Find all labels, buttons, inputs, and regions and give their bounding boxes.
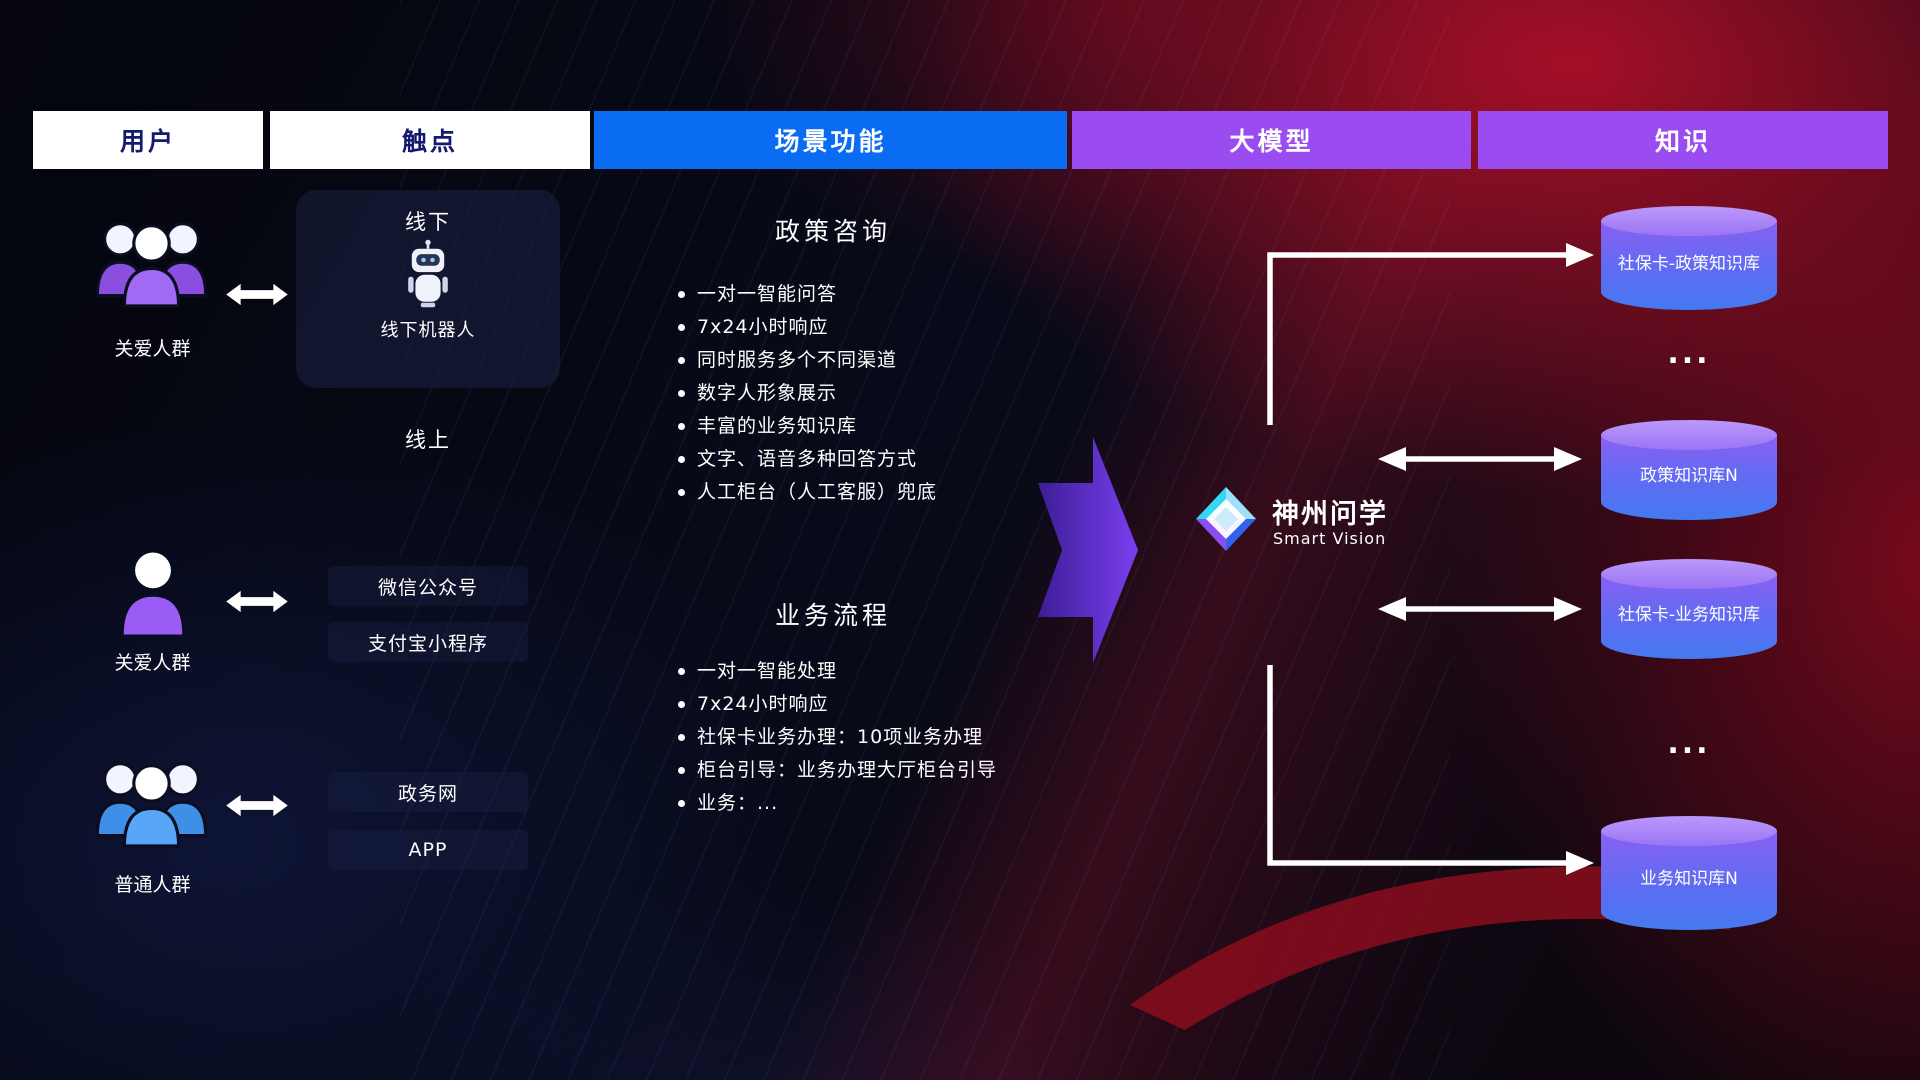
database-cylinder-top — [1601, 816, 1777, 846]
online-title: 线上 — [405, 428, 451, 452]
user-group-label: 关爱人群 — [114, 652, 191, 674]
model-knowledge-connectors — [1255, 230, 1605, 920]
bullet-dot — [678, 734, 685, 741]
bullet-item: 同时服务多个不同渠道 — [678, 347, 1148, 373]
column-header-model: 大模型 — [1072, 111, 1471, 169]
bullet-text: 一对一智能问答 — [697, 283, 838, 305]
bullet-text: 7x24小时响应 — [697, 693, 829, 715]
knowledge-db-policy-n: 政策知识库N — [1601, 420, 1777, 520]
database-cylinder — [1601, 831, 1777, 930]
model-name: 神州问学 — [1272, 499, 1388, 530]
column-header-users: 用户 — [33, 111, 263, 169]
bullet-dot — [678, 800, 685, 807]
knowledge-db-label: 业务知识库N — [1640, 868, 1738, 889]
knowledge-ellipsis: ... — [1667, 726, 1711, 761]
red-swoosh-decoration — [1130, 866, 1730, 1030]
people-group-icon — [95, 762, 208, 848]
bullet-text: 文字、语音多种回答方式 — [697, 448, 918, 470]
channel-app: APP — [328, 830, 528, 870]
bullet-text: 7x24小时响应 — [697, 316, 829, 338]
bullet-item: 一对一智能问答 — [678, 281, 1148, 307]
bullet-dot — [678, 357, 685, 364]
user-single-care — [120, 548, 186, 638]
offline-robot-label: 线下机器人 — [380, 320, 476, 341]
scene-business-title: 业务流程 — [774, 601, 891, 630]
double-arrow-icon — [226, 590, 288, 613]
bullet-item: 文字、语音多种回答方式 — [678, 446, 1148, 472]
flow-arrow-icon — [1038, 437, 1138, 663]
knowledge-db-label: 政策知识库N — [1640, 465, 1738, 486]
knowledge-db-label: 社保卡-业务知识库 — [1617, 604, 1761, 625]
user-group-care-1 — [88, 208, 215, 308]
scene-policy-title: 政策咨询 — [774, 217, 891, 246]
bullet-text: 柜台引导：业务办理大厅柜台引导 — [697, 759, 998, 781]
knowledge-db-business-ssc: 社保卡-业务知识库 — [1601, 559, 1777, 659]
person-icon — [123, 552, 183, 635]
bullet-dot — [678, 456, 685, 463]
bullet-text: 一对一智能处理 — [697, 660, 838, 682]
link-users-touchpoints-2 — [226, 589, 288, 614]
channel-govweb: 政务网 — [328, 772, 528, 812]
channel-alipay: 支付宝小程序 — [328, 622, 528, 662]
connector-arrows-icon — [1267, 243, 1594, 875]
bullet-text: 同时服务多个不同渠道 — [697, 349, 898, 371]
user-group-general — [88, 748, 215, 848]
bullet-dot — [678, 668, 685, 675]
bullet-item: 7x24小时响应 — [678, 691, 1148, 717]
bullet-dot — [678, 291, 685, 298]
bullet-item: 一对一智能处理 — [678, 658, 1148, 684]
brand-diamond-icon — [1196, 487, 1256, 551]
offline-touchpoint-panel: 线下 线下机器人 — [296, 190, 560, 388]
bullet-text: 业务：... — [697, 792, 779, 814]
database-cylinder-top — [1601, 420, 1777, 450]
bullet-text: 社保卡业务办理：10项业务办理 — [697, 726, 984, 748]
bullet-item: 业务：... — [678, 790, 1148, 816]
robot-icon — [408, 239, 448, 308]
column-header-touchpoints: 触点 — [270, 111, 590, 169]
column-header-knowledge: 知识 — [1478, 111, 1888, 169]
bullet-text: 丰富的业务知识库 — [697, 415, 858, 437]
bullet-dot — [678, 324, 685, 331]
scene-policy-list: 一对一智能问答 7x24小时响应 同时服务多个不同渠道 数字人形象展示 丰富的业… — [678, 281, 1148, 512]
model-subtitle: Smart Vision — [1273, 529, 1387, 548]
bullet-dot — [678, 390, 685, 397]
link-users-touchpoints-1 — [226, 282, 288, 307]
column-header-scenes: 场景功能 — [594, 111, 1067, 169]
column-header-label: 场景功能 — [774, 127, 887, 156]
offline-title: 线下 — [405, 210, 451, 234]
bullet-item: 柜台引导：业务办理大厅柜台引导 — [678, 757, 1148, 783]
knowledge-db-business-n: 业务知识库N — [1601, 816, 1777, 930]
bullet-item: 丰富的业务知识库 — [678, 413, 1148, 439]
people-group-icon — [95, 222, 208, 308]
column-header-label: 触点 — [401, 127, 458, 156]
channel-wechat: 微信公众号 — [328, 566, 528, 606]
database-cylinder-top — [1601, 206, 1777, 236]
bullet-item: 人工柜台（人工客服）兜底 — [678, 479, 1148, 505]
bullet-item: 数字人形象展示 — [678, 380, 1148, 406]
column-header-label: 大模型 — [1229, 127, 1314, 156]
bullet-text: 数字人形象展示 — [697, 382, 838, 404]
database-cylinder-top — [1601, 559, 1777, 589]
knowledge-db-label: 社保卡-政策知识库 — [1617, 253, 1761, 274]
flow-arrow-to-model — [1038, 431, 1138, 669]
bullet-item: 社保卡业务办理：10项业务办理 — [678, 724, 1148, 750]
bullet-text: 人工柜台（人工客服）兜底 — [697, 481, 938, 503]
scene-business-list: 一对一智能处理 7x24小时响应 社保卡业务办理：10项业务办理 柜台引导：业务… — [678, 658, 1148, 823]
column-header-label: 用户 — [119, 127, 176, 156]
bullet-dot — [678, 423, 685, 430]
model-logo — [1190, 487, 1262, 551]
column-header-label: 知识 — [1654, 127, 1711, 156]
user-group-label: 普通人群 — [114, 874, 191, 896]
bullet-dot — [678, 489, 685, 496]
user-group-label: 关爱人群 — [114, 338, 191, 360]
bullet-item: 7x24小时响应 — [678, 314, 1148, 340]
bullet-dot — [678, 767, 685, 774]
knowledge-db-policy-ssc: 社保卡-政策知识库 — [1601, 206, 1777, 310]
double-arrow-icon — [226, 794, 288, 817]
double-arrow-icon — [226, 283, 288, 306]
link-users-touchpoints-3 — [226, 793, 288, 818]
knowledge-ellipsis: ... — [1667, 336, 1711, 371]
bullet-dot — [678, 701, 685, 708]
